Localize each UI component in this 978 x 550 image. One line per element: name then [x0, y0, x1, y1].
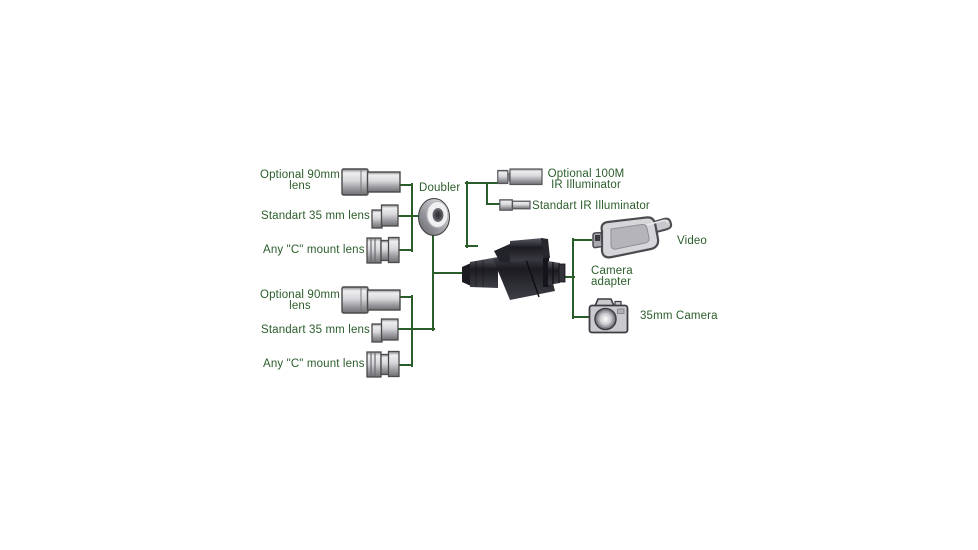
- doubler-icon: [417, 197, 453, 237]
- video-camera-icon: [589, 214, 673, 260]
- label-optional-90mm-lens-bottom: Optional 90mm lens: [260, 289, 340, 312]
- label-standart-35mm-lens-bottom: Standart 35 mm lens: [261, 324, 370, 336]
- label-standart-ir-illuminator: Standart IR Illuminator: [532, 200, 650, 212]
- ir-illuminator-100m-icon: [497, 168, 543, 186]
- label-standart-35mm-lens-top: Standart 35 mm lens: [261, 210, 370, 222]
- lens-c-mount-icon: [366, 236, 400, 264]
- label-optional-100m-ir-illuminator: Optional 100M IR Illuminator: [547, 168, 625, 191]
- night-vision-scope-icon: [460, 236, 568, 302]
- label-video: Video: [677, 235, 707, 247]
- lens-35mm-icon: [371, 318, 399, 343]
- label-optional-90mm-lens-top: Optional 90mm lens: [260, 169, 340, 192]
- camera-35mm-icon: [588, 295, 630, 337]
- label-doubler: Doubler: [419, 182, 461, 194]
- lens-90mm-icon: [341, 286, 401, 314]
- label-35mm-camera: 35mm Camera: [640, 310, 718, 322]
- lens-35mm-icon: [371, 204, 399, 229]
- label-c-mount-lens-top: Any "C" mount lens: [263, 244, 365, 256]
- label-c-mount-lens-bottom: Any "C" mount lens: [263, 358, 365, 370]
- lens-90mm-icon: [341, 168, 401, 196]
- ir-illuminator-standart-icon: [499, 199, 531, 211]
- label-camera-adapter: Camera adapter: [591, 265, 633, 288]
- lens-c-mount-icon: [366, 350, 400, 378]
